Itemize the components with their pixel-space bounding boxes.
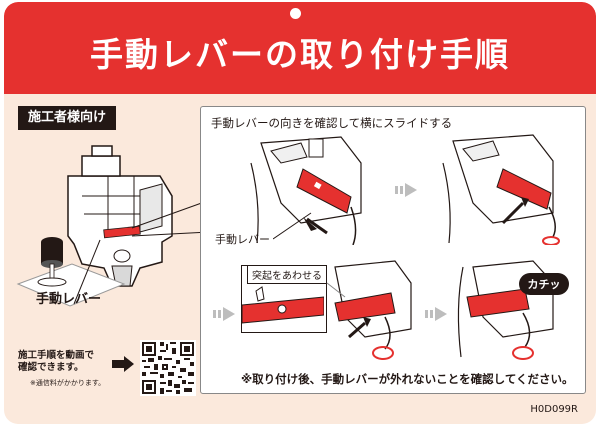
- arrow-right-icon: [213, 307, 235, 321]
- instruction-card: 手動レバーの取り付け手順 施工者様向け 手動レバー 施工手順を動画で確認できます…: [4, 2, 596, 424]
- qr-block: 施工手順を動画で確認できます。 ※通信料がかかります。: [18, 338, 204, 398]
- step2-image: [442, 134, 560, 245]
- page-title: 手動レバーの取り付け手順: [90, 35, 510, 74]
- hanger-hole: [290, 8, 301, 19]
- click-sound-text: カチッ: [527, 278, 561, 291]
- step1-image: [250, 136, 362, 245]
- footer-note: ※取り付け後、手動レバーが外れないことを確認してください。: [241, 372, 574, 386]
- click-sound-bubble: [519, 273, 569, 295]
- arrow-right-icon: [112, 356, 134, 372]
- step3-zoom-image: [242, 286, 324, 324]
- valve-illustration: [16, 145, 207, 307]
- qr-note: ※通信料がかかります。: [30, 379, 106, 387]
- step-instruction: 手動レバーの向きを確認して横にスライドする: [211, 116, 453, 130]
- step3-image: [326, 260, 412, 360]
- qr-code[interactable]: [140, 340, 196, 396]
- title-banner: 手動レバーの取り付け手順: [4, 2, 596, 94]
- audience-tag: 施工者様向け: [18, 106, 117, 130]
- arrow-right-icon: [425, 307, 447, 321]
- arrow-right-icon: [395, 183, 417, 197]
- lever-callout-label: 手動レバー: [36, 292, 102, 307]
- step3-callout: 突起をあわせる: [247, 265, 327, 284]
- qr-description: 施工手順を動画で確認できます。: [18, 350, 95, 373]
- document-code: H0D099R: [530, 404, 578, 415]
- step1-callout: 手動レバー: [215, 233, 270, 246]
- steps-panel: 手動レバーの向きを確認して横にスライドする 手動レバー: [200, 106, 586, 394]
- step1-callout-line: [273, 212, 312, 240]
